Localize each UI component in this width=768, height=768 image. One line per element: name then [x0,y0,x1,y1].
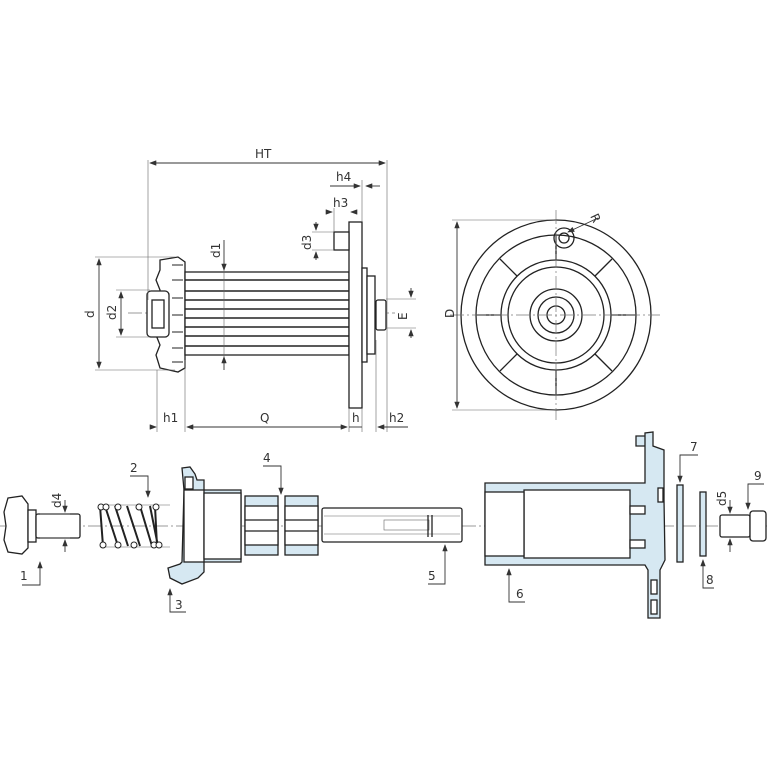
part-5-shaft [321,507,463,543]
part-label-6: 6 [516,587,524,601]
dim-d3: d3 [300,235,314,250]
part-label-9: 9 [754,469,762,483]
dim-d: d [83,310,97,318]
dim-d2: d2 [105,305,119,320]
dim-h: h [352,411,360,425]
part-6-hub [484,431,666,619]
part-7-washer [676,484,684,563]
dim-E: E [396,312,410,320]
part-label-7: 7 [690,440,698,454]
front-view: D R [443,210,660,420]
dim-HT: HT [255,147,272,161]
part-9-bolt: d5 [715,491,767,552]
dim-R: R [587,211,603,224]
part-label-2: 2 [130,461,138,475]
side-view: HT h4 h3 d3 d1 d d2 E h1 Q h h2 [83,147,416,432]
part-3-end-cap [167,466,242,585]
part-label-1: 1 [20,569,28,583]
dim-h2: h2 [389,411,404,425]
dim-h1: h1 [163,411,178,425]
part-label-3: 3 [175,598,183,612]
part-label-8: 8 [706,573,714,587]
dim-D: D [443,309,457,318]
part-8-washer [699,491,707,557]
part-1-knob-screw: d4 [3,493,81,555]
dim-h3: h3 [333,196,348,210]
exploded-view: d4 d5 1 [0,431,768,619]
dim-d5: d5 [715,491,729,506]
dim-h4: h4 [336,170,351,184]
part-label-4: 4 [263,451,271,465]
part-2-spring [97,503,170,549]
dim-Q: Q [260,411,269,425]
part-label-5: 5 [428,569,436,583]
dim-d1: d1 [209,243,223,258]
dim-d4: d4 [50,493,64,508]
part-4-spacers [244,495,319,556]
